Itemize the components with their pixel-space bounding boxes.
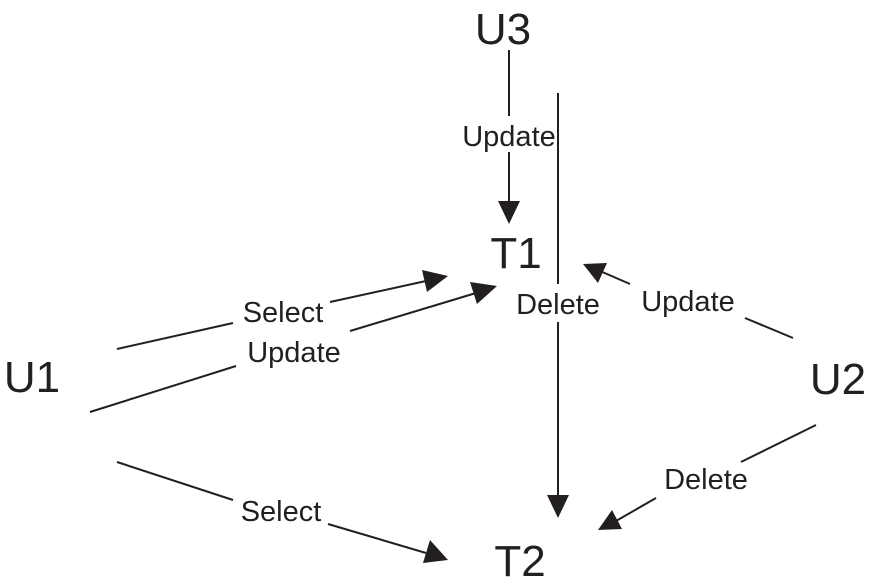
edge-label-u2-t2-delete: Delete (664, 464, 748, 496)
edge-u1-t1-select: Select (116, 270, 448, 350)
edge-u3-t2-delete: Delete (516, 93, 600, 518)
edge-u2-t2-delete: Delete (598, 424, 817, 530)
edge-u3-t1-update: Update (462, 50, 556, 224)
edge-u1-t2-select: Select (116, 461, 448, 563)
node-u3: U3 (475, 5, 531, 54)
edge-label-u3-t1-update: Update (462, 121, 556, 153)
edge-u2-t1-update: Update (583, 263, 794, 339)
node-u2: U2 (810, 355, 866, 404)
edge-label-u3-t2-delete: Delete (516, 289, 600, 321)
edge-label-u1-t1-update: Update (247, 337, 341, 369)
node-u1: U1 (4, 353, 60, 402)
edge-u1-t1-update: Update (89, 282, 497, 413)
edge-label-u1-t2-select: Select (241, 496, 322, 528)
edge-label-u1-t1-select: Select (243, 297, 324, 329)
node-t2: T2 (494, 537, 545, 586)
edge-label-u2-t1-update: Update (641, 286, 735, 318)
node-t1: T1 (490, 229, 541, 278)
